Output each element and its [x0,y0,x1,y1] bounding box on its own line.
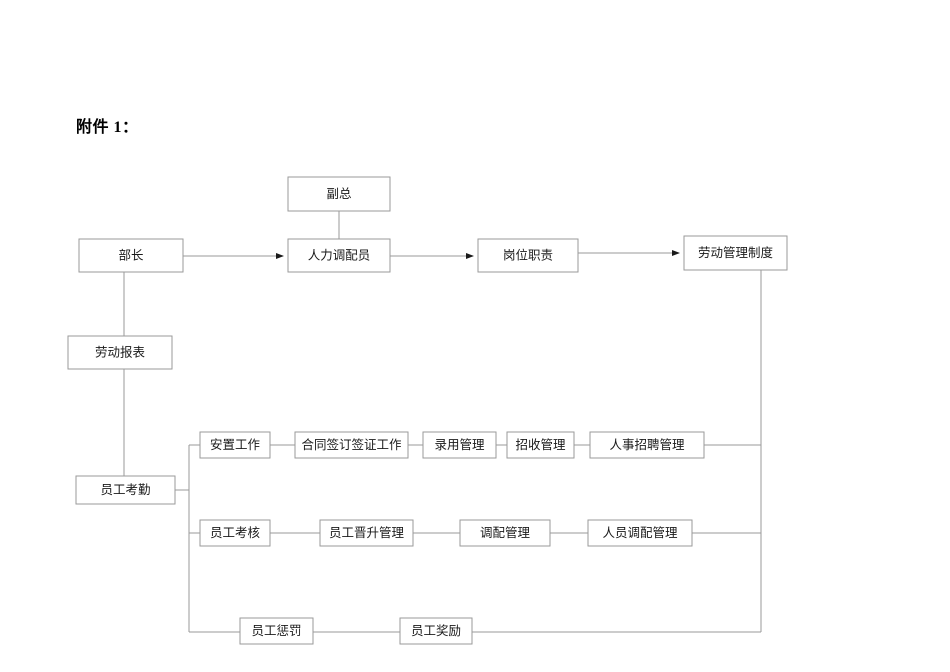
node-label-hiring-mgmt: 录用管理 [434,437,485,452]
node-label-employee-attendance: 员工考勤 [100,483,150,497]
node-box-staff-allocation-mgmt [587,519,693,547]
node-vice-president[interactable]: 副总 [287,176,391,212]
node-job-placement[interactable]: 安置工作 [199,431,271,459]
node-box-employee-punishment [239,617,314,645]
node-employee-reward[interactable]: 员工奖励 [399,617,473,645]
node-box-vice-president [287,176,391,212]
node-box-personnel-recruiting [589,431,705,459]
connector-layer [123,211,762,633]
page-title: 附件 1： [76,119,139,136]
node-label-job-duties: 岗位职责 [503,247,553,262]
node-allocation-mgmt[interactable]: 调配管理 [459,519,551,547]
node-staff-allocation-mgmt[interactable]: 人员调配管理 [587,519,693,547]
node-label-recruitment-intake: 招收管理 [515,437,566,452]
node-label-hr-allocator: 人力调配员 [308,248,371,262]
node-box-labor-mgmt-system [683,235,788,271]
node-box-employee-reward [399,617,473,645]
node-labor-mgmt-system[interactable]: 劳动管理制度 [683,235,788,271]
node-promotion-mgmt[interactable]: 员工晋升管理 [319,519,414,547]
node-box-job-duties [477,238,579,273]
node-label-contract-signing: 合同签订签证工作 [301,437,402,452]
node-contract-signing[interactable]: 合同签订签证工作 [294,431,409,459]
node-box-employee-appraisal [199,519,271,547]
node-label-department-head: 部长 [118,247,144,262]
node-label-job-placement: 安置工作 [210,437,261,452]
node-labor-report[interactable]: 劳动报表 [67,335,173,370]
node-recruitment-intake[interactable]: 招收管理 [506,431,575,459]
node-label-vice-president: 副总 [326,186,351,201]
node-label-employee-appraisal: 员工考核 [210,526,261,540]
node-label-labor-report: 劳动报表 [95,344,146,359]
node-box-job-placement [199,431,271,459]
node-hiring-mgmt[interactable]: 录用管理 [422,431,497,459]
node-job-duties[interactable]: 岗位职责 [477,238,579,273]
node-box-employee-attendance [75,475,176,505]
node-label-employee-reward: 员工奖励 [411,624,461,638]
node-label-personnel-recruiting: 人事招聘管理 [609,437,685,452]
node-department-head[interactable]: 部长 [78,238,184,273]
node-box-hiring-mgmt [422,431,497,459]
node-box-department-head [78,238,184,273]
node-box-contract-signing [294,431,409,459]
node-box-hr-allocator [287,238,391,273]
node-box-labor-report [67,335,173,370]
node-box-allocation-mgmt [459,519,551,547]
node-box-recruitment-intake [506,431,575,459]
node-hr-allocator[interactable]: 人力调配员 [287,238,391,273]
node-label-employee-punishment: 员工惩罚 [251,624,301,638]
node-label-promotion-mgmt: 员工晋升管理 [329,525,405,540]
node-label-staff-allocation-mgmt: 人员调配管理 [602,525,678,540]
node-box-promotion-mgmt [319,519,414,547]
node-employee-appraisal[interactable]: 员工考核 [199,519,271,547]
node-personnel-recruiting[interactable]: 人事招聘管理 [589,431,705,459]
node-label-allocation-mgmt: 调配管理 [480,525,531,540]
node-label-labor-mgmt-system: 劳动管理制度 [698,245,774,260]
node-employee-attendance[interactable]: 员工考勤 [75,475,176,505]
node-employee-punishment[interactable]: 员工惩罚 [239,617,314,645]
